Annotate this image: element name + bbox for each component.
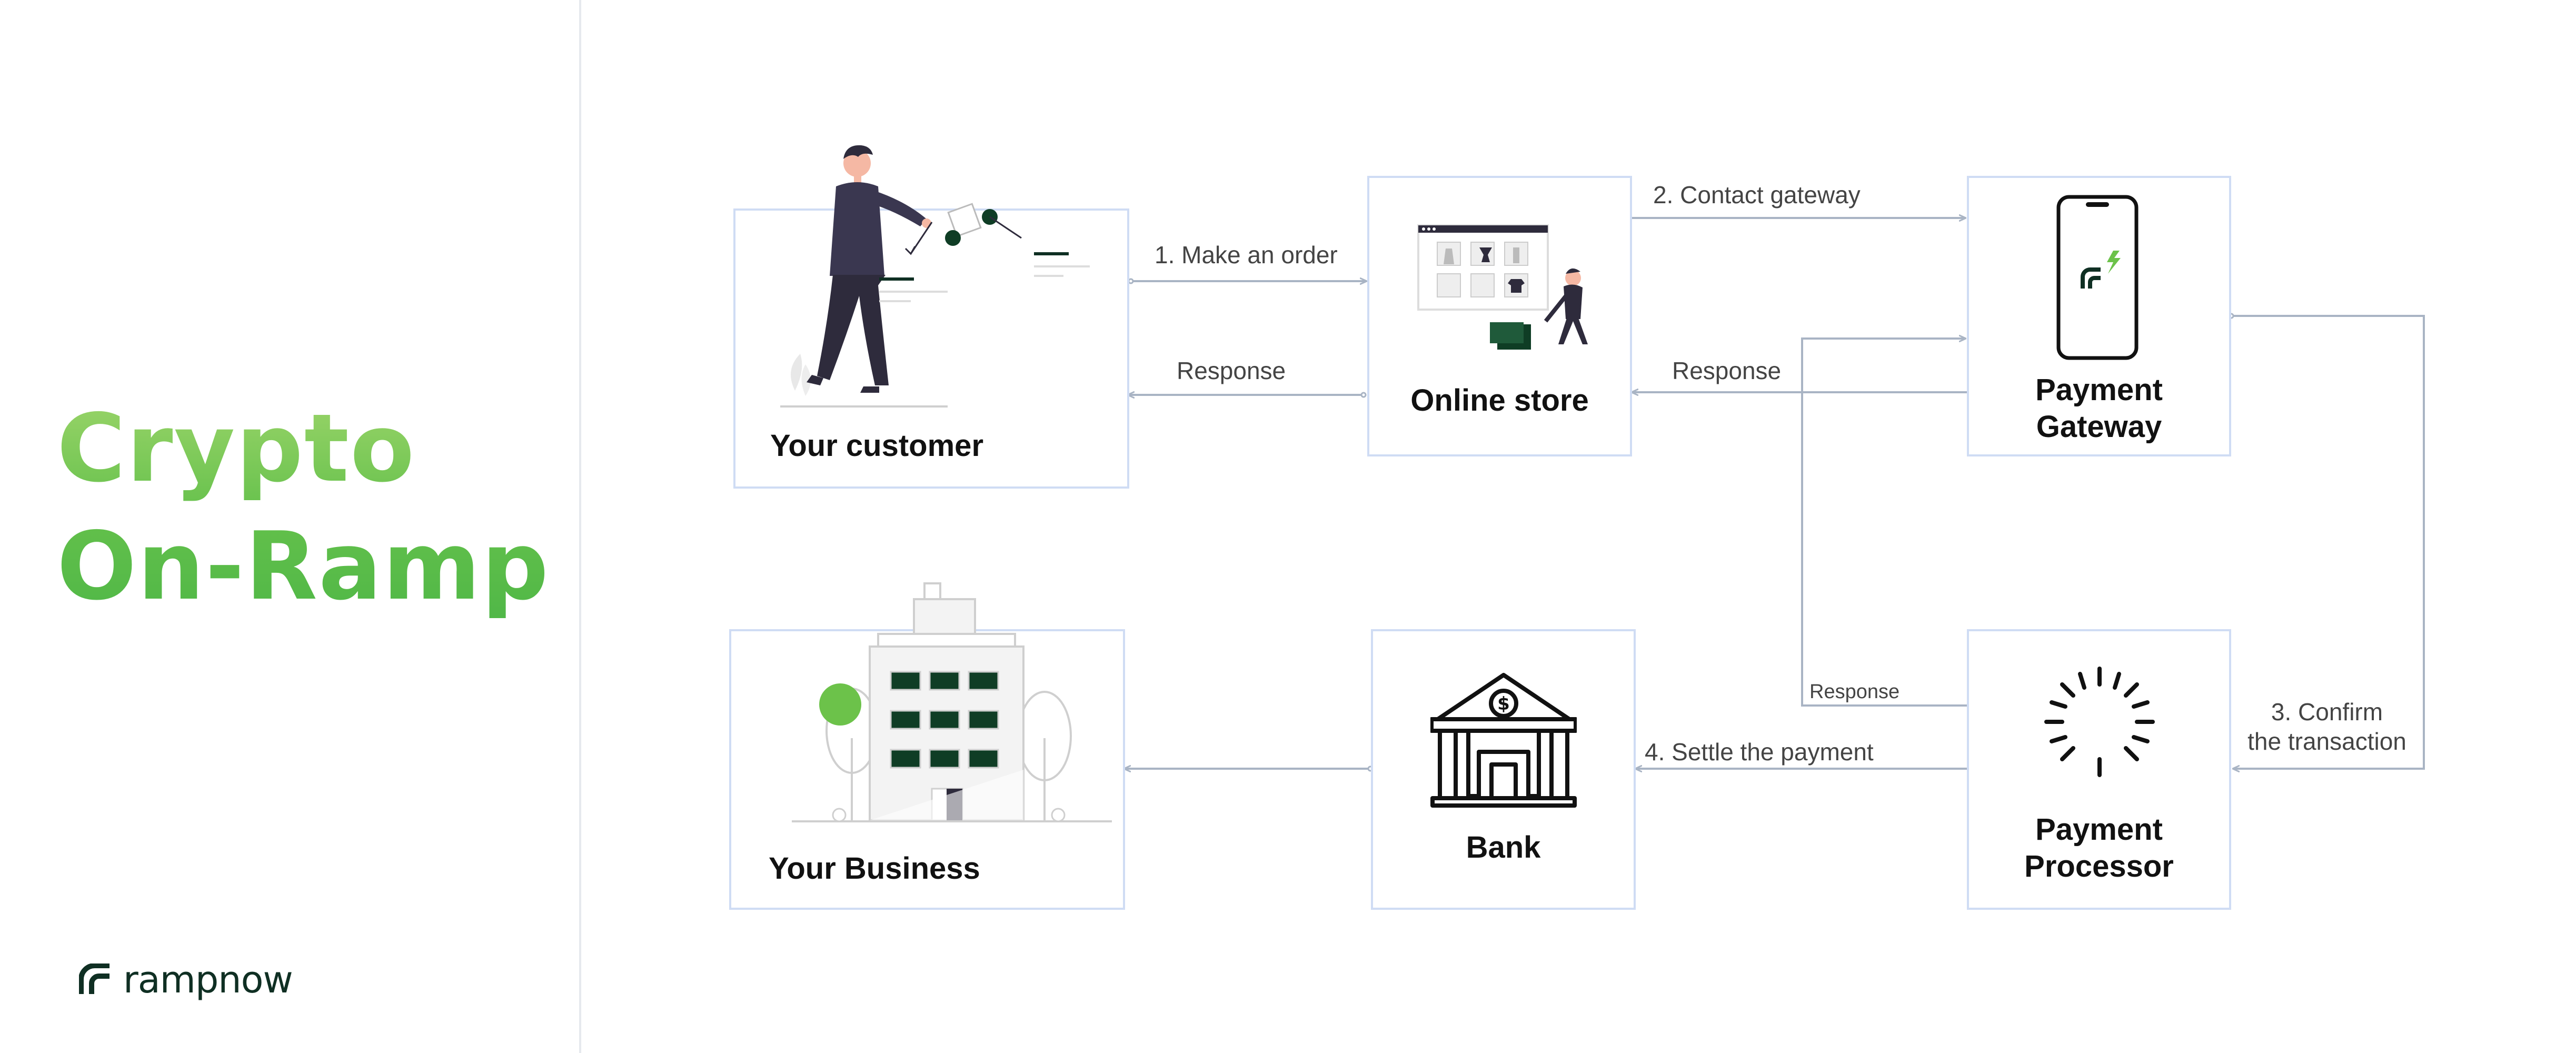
svg-text:$: $ bbox=[1497, 693, 1510, 714]
brand-logo: rampnow bbox=[79, 958, 293, 1001]
node-label-customer: Your customer bbox=[770, 429, 984, 463]
node-label-processor: Payment Processor bbox=[1969, 811, 2229, 885]
label-make-order: 1. Make an order bbox=[1155, 241, 1338, 269]
node-label-gateway-line-2: Gateway bbox=[2036, 410, 2162, 444]
title-panel: Crypto On-Ramp rampnow bbox=[0, 0, 579, 1053]
label-response-store: Response bbox=[1672, 357, 1782, 384]
online-store-illustration bbox=[1417, 224, 1588, 350]
label-response-customer: Response bbox=[1177, 357, 1286, 384]
label-response-processor: Response bbox=[1809, 681, 1900, 703]
brand-name: rampnow bbox=[123, 958, 293, 1001]
label-confirm-line-1: 3. Confirm bbox=[2271, 698, 2383, 726]
office-building-illustration bbox=[792, 582, 1112, 822]
customer-illustration bbox=[780, 145, 1090, 408]
node-online-store: Online store bbox=[1367, 176, 1632, 456]
label-contact-gateway: 2. Contact gateway bbox=[1653, 181, 1861, 208]
node-label-business: Your Business bbox=[769, 851, 980, 886]
node-label-processor-line-2: Processor bbox=[2024, 849, 2174, 883]
node-label-gateway-line-1: Payment bbox=[2035, 373, 2163, 407]
label-settle-payment: 4. Settle the payment bbox=[1645, 738, 1874, 766]
bank-icon: $ bbox=[1430, 673, 1577, 808]
panel-divider bbox=[579, 0, 581, 1053]
phone-icon bbox=[2056, 195, 2139, 360]
edge-confirm-transaction bbox=[2231, 316, 2425, 769]
spinner-icon bbox=[2044, 667, 2155, 777]
edge-response-processor bbox=[1801, 339, 1970, 706]
label-confirm-transaction: 3. Confirm the transaction bbox=[2237, 697, 2416, 756]
node-label-store: Online store bbox=[1410, 383, 1589, 418]
node-label-bank: Bank bbox=[1466, 830, 1541, 865]
rampnow-logo-icon bbox=[79, 963, 110, 994]
label-confirm-line-2: the transaction bbox=[2247, 728, 2406, 755]
node-label-gateway: Payment Gateway bbox=[1969, 372, 2229, 445]
node-label-processor-line-1: Payment bbox=[2035, 812, 2163, 847]
